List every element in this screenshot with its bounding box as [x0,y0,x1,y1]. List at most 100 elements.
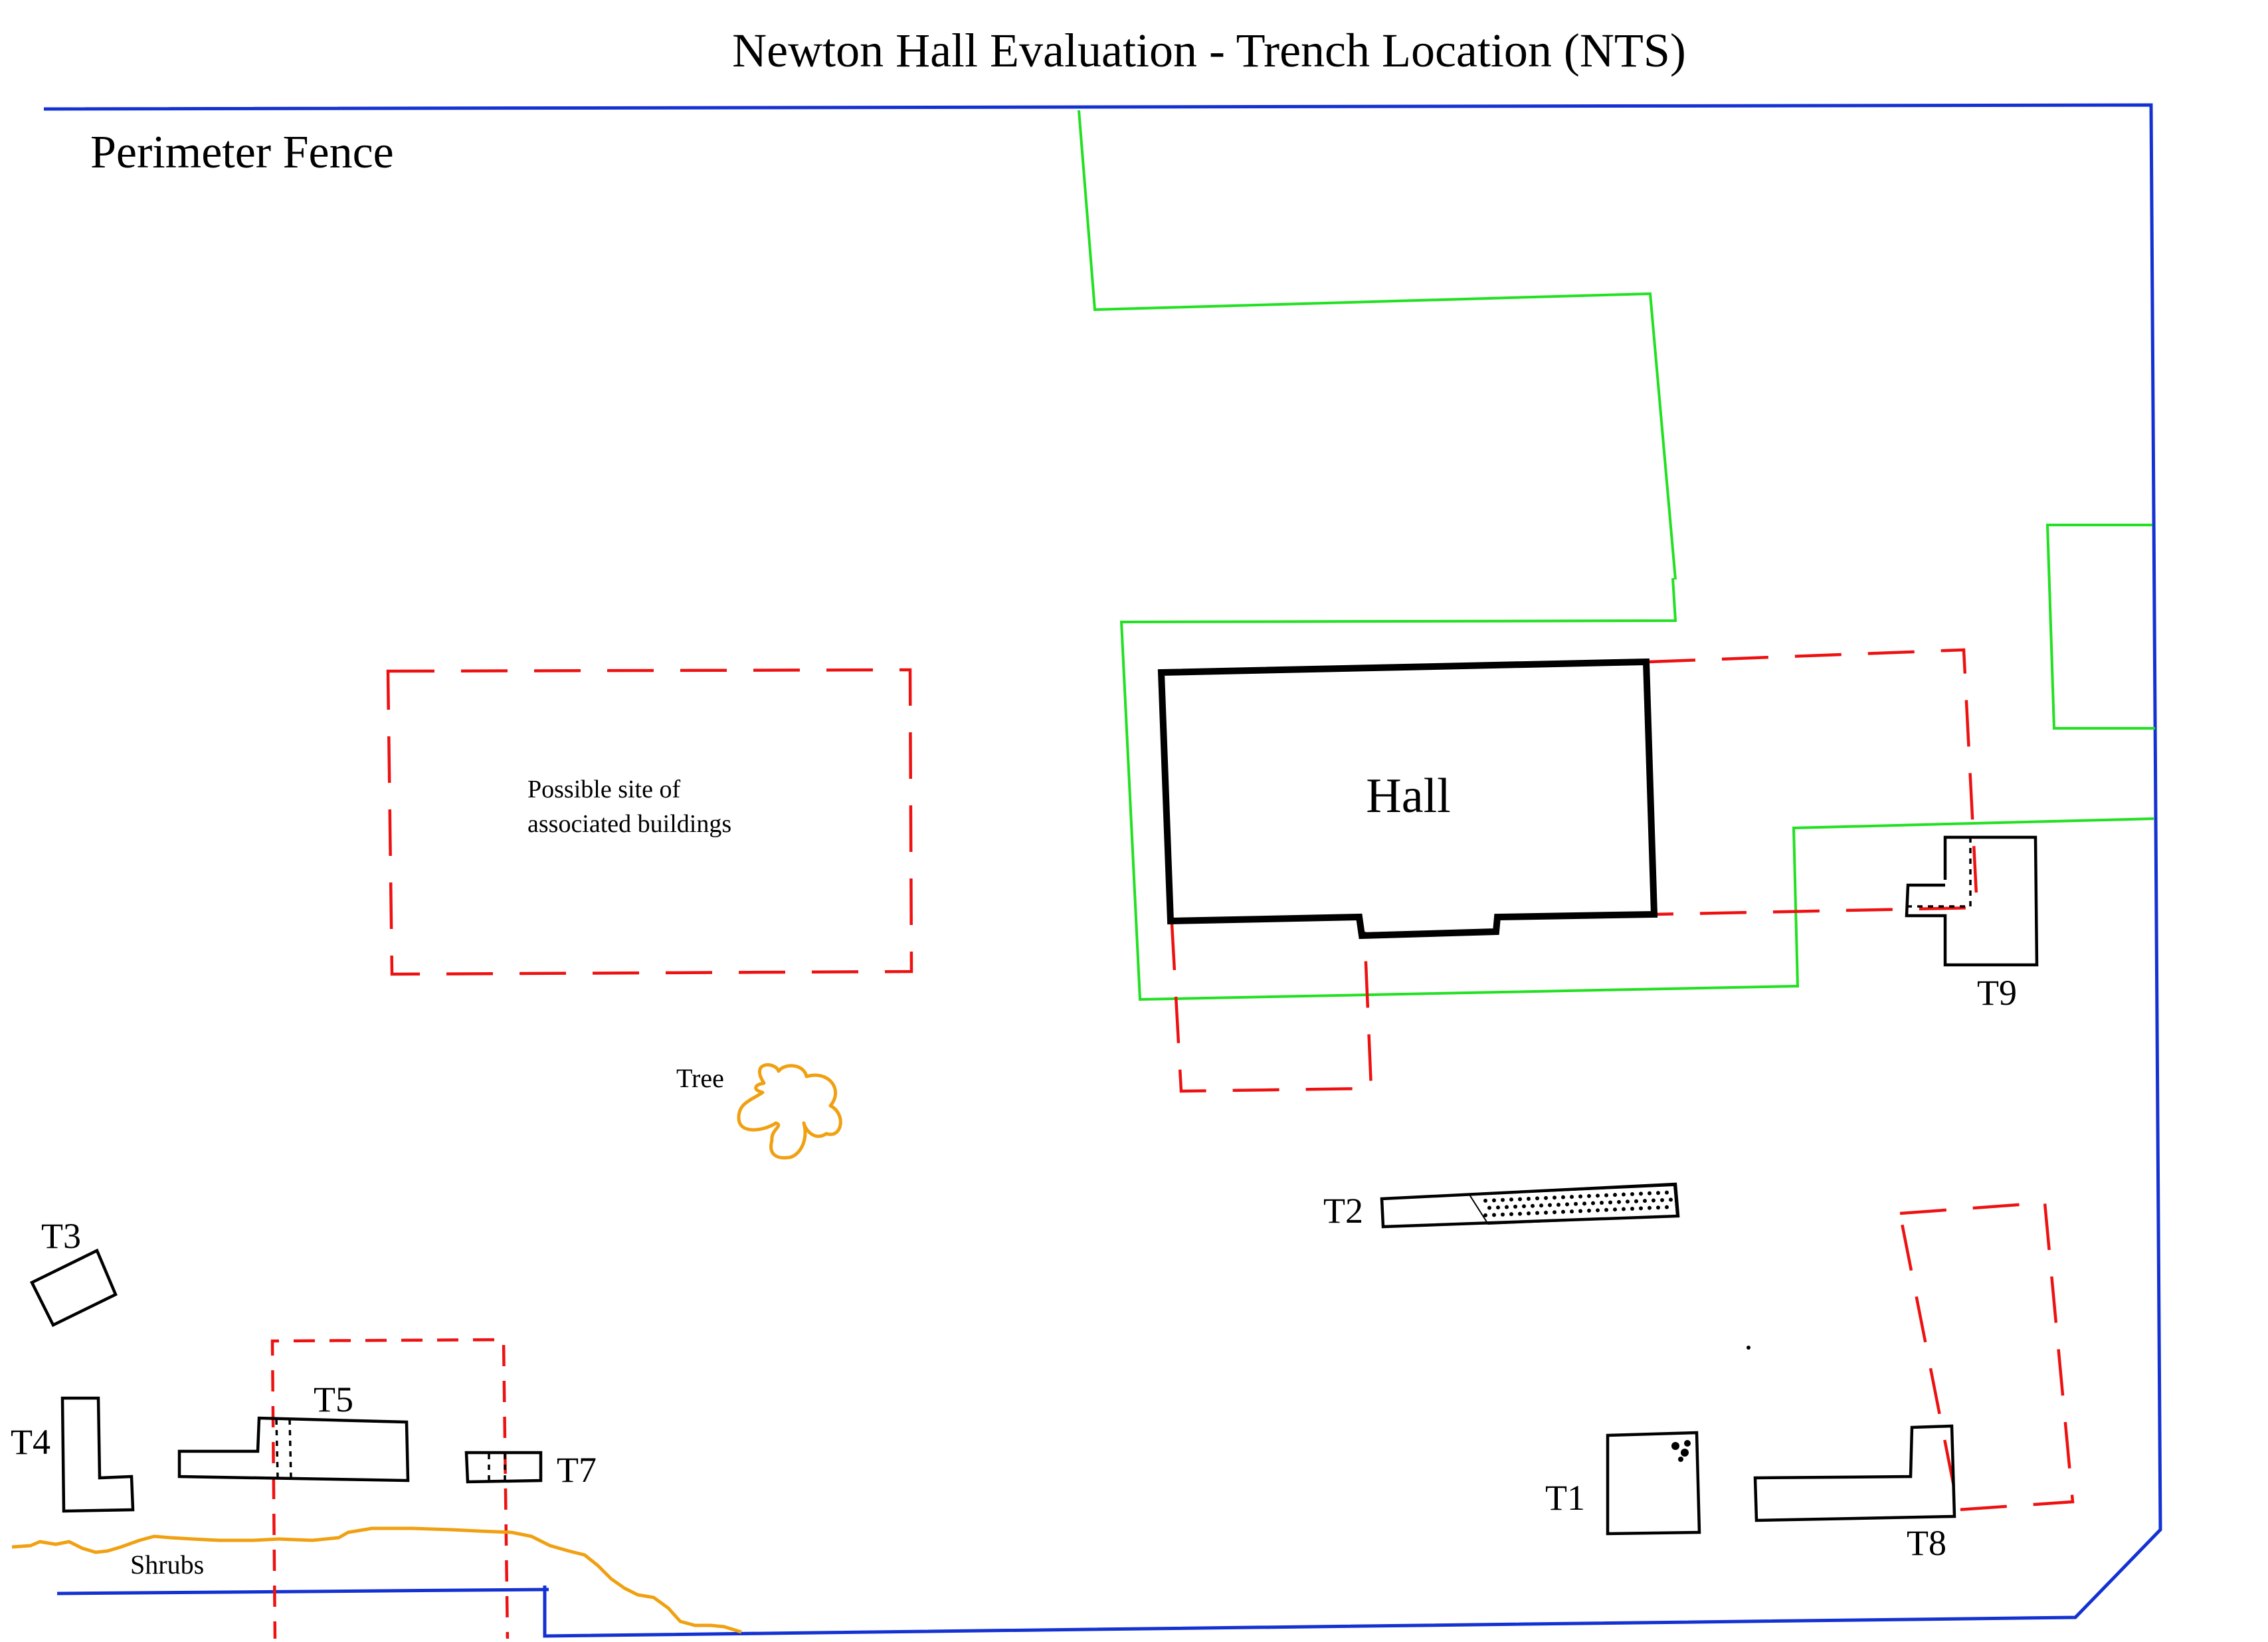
t2-stipple-dot [1587,1193,1591,1198]
trench-t3-label: T3 [41,1216,81,1256]
stray-mark [1747,1346,1750,1350]
t1-feature-dot [1678,1457,1683,1462]
t1-feature-dot [1684,1440,1691,1447]
t2-stipple-dot [1518,1211,1522,1216]
trench-t3 [29,1248,118,1328]
t2-stipple-dot [1483,1198,1487,1203]
shrubs-line [11,1526,742,1634]
hall-building [1157,658,1658,940]
t2-stipple-dot [1492,1198,1496,1203]
t2-stipple-dot [1501,1212,1505,1217]
t2-stipple-dot [1578,1209,1582,1213]
possible-site-label-line2: associated buildings [527,810,731,838]
trench-t1 [1606,1431,1701,1536]
tree-icon [737,1063,842,1160]
shrubs-label: Shrubs [130,1550,204,1580]
t2-stipple-dot [1505,1205,1509,1209]
t2-stipple-dot [1587,1208,1591,1213]
t2-stipple-dot [1626,1199,1630,1204]
t2-stipple-dot [1570,1209,1574,1214]
t2-stipple-dot [1513,1204,1517,1209]
t2-stipple-dot [1652,1198,1655,1203]
green-boundaries [1078,110,2155,1001]
t2-stipple-dot [1613,1193,1617,1197]
t2-stipple-dot [1527,1211,1531,1215]
t2-stipple-dot [1648,1191,1652,1195]
t2-stippled-area [1468,1184,1678,1225]
trench-t5 [177,1416,410,1483]
t2-stipple-dot [1630,1191,1634,1196]
t2-stipple-dot [1509,1197,1513,1202]
hall-south-extension-outline [1170,923,1373,1093]
t2-stipple-dot [1656,1191,1660,1195]
trench-t5-label: T5 [314,1380,353,1419]
t2-stipple-dot [1535,1211,1539,1215]
t2-stipple-dot [1578,1194,1582,1199]
t2-stipple-dot [1669,1197,1673,1202]
t2-stipple-dot [1501,1197,1505,1202]
t2-stipple [1483,1190,1673,1217]
possible-site-outline [386,668,913,976]
perimeter-fence [43,103,2162,1638]
hall-label: Hall [1366,769,1450,823]
t2-stipple-dot [1531,1203,1535,1208]
t2-stipple-dot [1561,1209,1565,1214]
trench-t2-label: T2 [1323,1191,1363,1231]
t2-stipple-dot [1639,1191,1643,1196]
t2-stipple-dot [1553,1195,1557,1200]
t2-stipple-dot [1527,1196,1531,1201]
t2-stipple-dot [1634,1199,1638,1203]
t2-stipple-dot [1596,1208,1600,1213]
trench-t2 [1380,1182,1680,1229]
t2-stipple-dot [1596,1193,1600,1198]
t2-stipple-dot [1600,1201,1604,1205]
t2-stipple-dot [1535,1196,1539,1201]
southeast-feature-outline [1898,1201,2075,1512]
t2-stipple-dot [1643,1199,1647,1203]
t1-feature-dot [1681,1449,1689,1457]
t2-stipple-dot [1565,1202,1569,1207]
trench-t7 [464,1451,543,1484]
t2-stipple-dot [1548,1203,1552,1207]
t2-stipple-dot [1617,1199,1621,1204]
t2-stipple-dot [1591,1201,1595,1205]
t2-stipple-dot [1509,1212,1513,1217]
t2-stipple-dot [1574,1201,1578,1206]
perimeter-fence-label: Perimeter Fence [90,127,394,178]
t2-stipple-dot [1561,1195,1565,1199]
t2-stipple-dot [1660,1197,1664,1202]
trench-t9-label: T9 [1977,973,2017,1013]
t2-stipple-dot [1622,1192,1626,1197]
trench-t1-label: T1 [1545,1478,1585,1518]
t2-stipple-dot [1557,1202,1560,1207]
hall-east-extension-outline [1648,648,1979,916]
t2-stipple-dot [1487,1205,1491,1210]
t2-stipple-dot [1648,1205,1652,1210]
trench-t9 [1905,835,2039,967]
t2-stipple-dot [1639,1206,1643,1211]
map-title: Newton Hall Evaluation - Trench Location… [732,24,1686,77]
southwest-feature-outline [270,1338,510,1642]
t2-stipple-dot [1544,1195,1548,1200]
t2-stipple-dot [1665,1190,1669,1195]
t2-stipple-dot [1539,1203,1543,1208]
trench-t4-label: T4 [11,1422,50,1462]
t2-stipple-dot [1553,1210,1557,1215]
t2-stipple-dot [1608,1200,1612,1205]
t2-stipple-dot [1656,1205,1660,1210]
t2-stipple-dot [1665,1205,1669,1209]
t2-stipple-dot [1522,1204,1526,1209]
trench-t4 [60,1396,135,1513]
t1-feature-dot [1671,1442,1679,1450]
t2-stipple-dot [1518,1197,1522,1201]
t2-stipple-dot [1630,1206,1634,1211]
t2-stipple-dot [1604,1193,1608,1197]
tree-label: Tree [676,1063,724,1093]
t2-stipple-dot [1582,1201,1586,1206]
t2-stipple-dot [1613,1207,1617,1212]
t2-stipple-dot [1483,1213,1487,1217]
trench-t8 [1753,1424,1956,1522]
t2-stipple-dot [1492,1213,1496,1217]
